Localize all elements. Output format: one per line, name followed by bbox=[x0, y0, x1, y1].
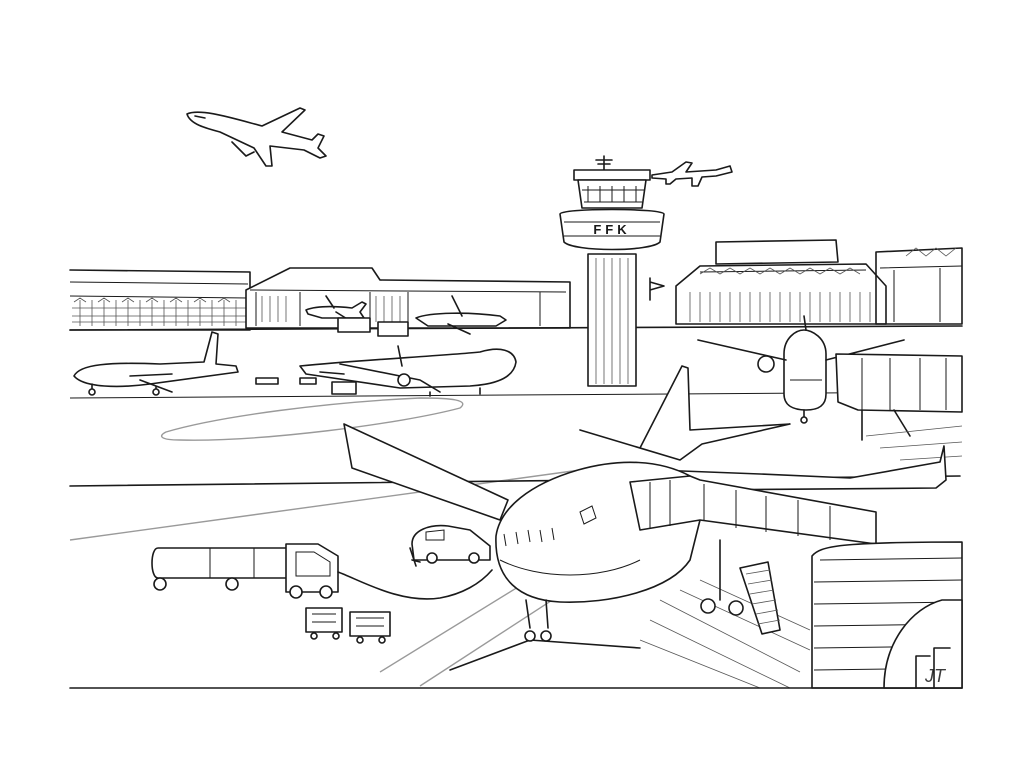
control-tower-icon: FFK bbox=[559, 155, 665, 387]
fuel-truck-icon bbox=[151, 543, 493, 600]
grass-island bbox=[160, 397, 464, 441]
small-plane-sky-icon bbox=[651, 161, 733, 187]
artist-signature: JT bbox=[924, 666, 947, 686]
service-car-icon bbox=[409, 524, 491, 567]
right-rear-plane-icon bbox=[697, 315, 905, 424]
tower-sign: FFK bbox=[593, 222, 630, 237]
rear-jet-bridge-icon bbox=[835, 353, 963, 461]
airliner-sky-icon bbox=[186, 107, 327, 167]
cargo-plane-icon bbox=[255, 345, 517, 397]
baggage-cart-icon bbox=[305, 607, 391, 644]
hangar-planes-icon bbox=[305, 295, 507, 337]
left-parked-plane-icon bbox=[73, 331, 239, 396]
jet-bridge-icon bbox=[629, 475, 963, 689]
